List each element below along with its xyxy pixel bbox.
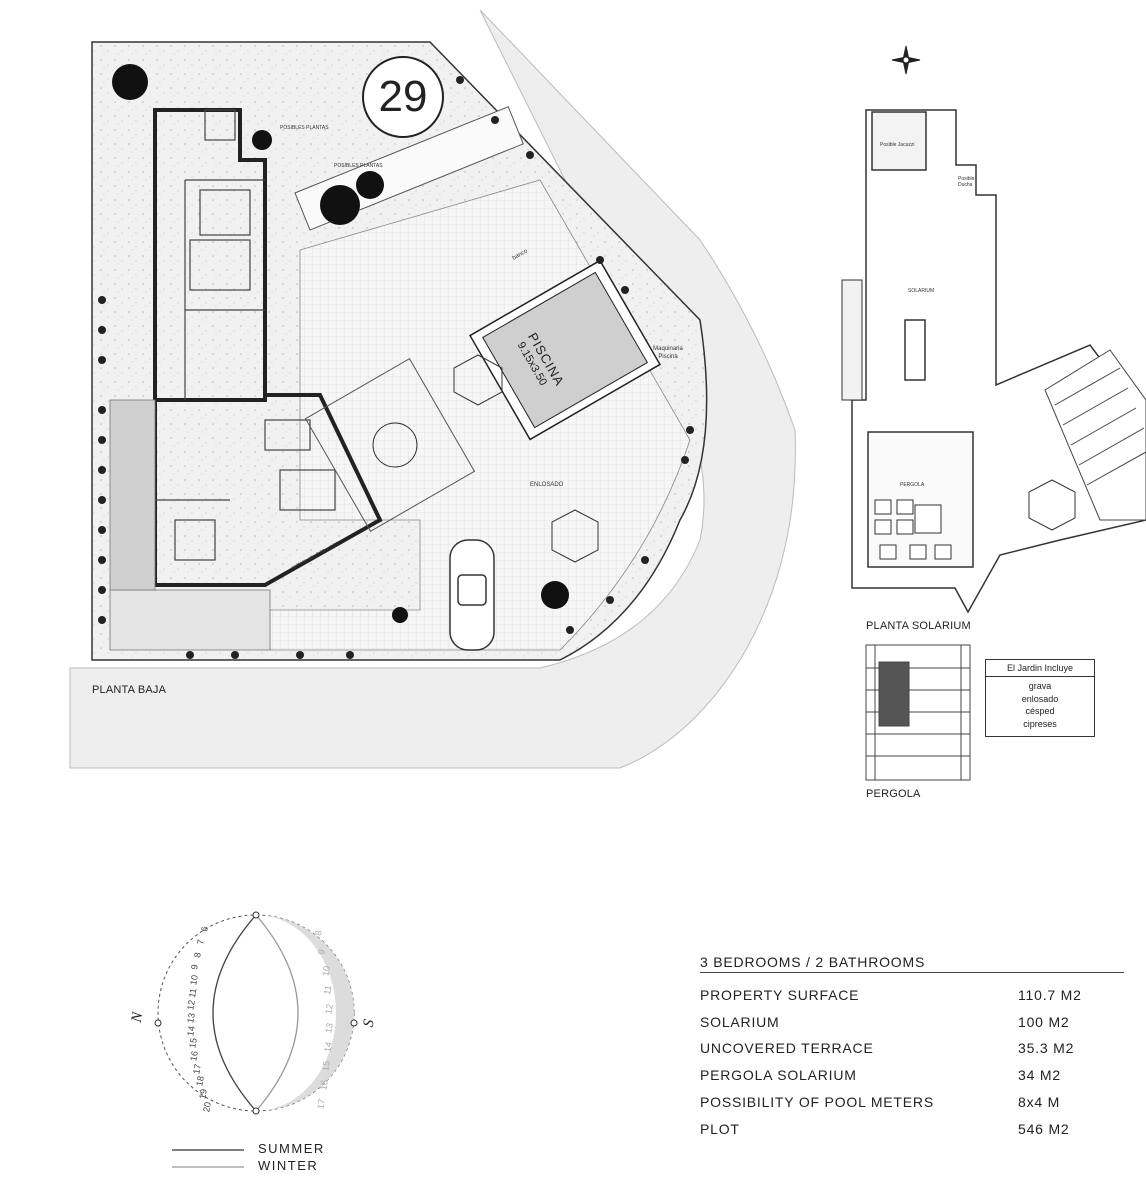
winter-hour-label-9: 9 <box>315 948 327 955</box>
umbrellas <box>453 354 599 563</box>
solarium-plan-title: PLANTA SOLARIUM <box>866 620 971 632</box>
pergola-plan-title: PERGOLA <box>866 788 921 800</box>
possible-plants-label: POSIBLES PLANTAS <box>280 125 329 131</box>
spec-label: PLOT <box>700 1121 740 1137</box>
spec-value: 546 M2 <box>1018 1121 1070 1137</box>
pergola-detail <box>865 644 971 781</box>
spec-value: 100 M2 <box>1018 1014 1070 1030</box>
winter-hour-label-13: 13 <box>323 1021 335 1034</box>
possible-jacuzzi-label: Posible Jacuzzi <box>880 142 915 148</box>
spec-label: UNCOVERED TERRACE <box>700 1040 874 1056</box>
solarium-pergola-label: PERGOLA <box>900 482 925 488</box>
lot-number: 29 <box>362 56 444 138</box>
compass-icon <box>891 45 921 75</box>
winter-legend-label: WINTER <box>258 1158 319 1173</box>
spec-value: 110.7 M2 <box>1018 987 1082 1003</box>
spec-header: 3 BEDROOMS / 2 BATHROOMS <box>700 954 926 970</box>
winter-hour-label-16: 16 <box>317 1078 330 1091</box>
spec-row: SOLARIUM 100 M2 <box>700 1014 1124 1034</box>
spec-label: PERGOLA SOLARIUM <box>700 1067 857 1083</box>
summer-hour-label-18: 18 <box>194 1075 206 1088</box>
possible-shower-label: Posible Ducha <box>958 176 975 188</box>
car <box>449 539 495 651</box>
winter-hour-label-17: 17 <box>314 1097 327 1110</box>
solarium-umbrella <box>1028 479 1076 531</box>
garden-includes-box: El Jardin Incluye grava enlosado césped … <box>985 659 1095 737</box>
garden-item: cipreses <box>1023 718 1057 729</box>
cypress-hedge <box>98 76 694 659</box>
garden-item: grava <box>1028 681 1052 691</box>
spec-value: 35.3 M2 <box>1018 1040 1075 1056</box>
spec-row: PERGOLA SOLARIUM 34 M2 <box>700 1067 1124 1087</box>
paving-label: ENLOSADO <box>530 482 564 488</box>
spec-row: POSSIBILITY OF POOL METERS 8x4 M <box>700 1094 1124 1114</box>
pool-machine-label: Maquinaria Piscina <box>653 346 683 360</box>
side-path <box>109 399 156 591</box>
winter-hour-label-12: 12 <box>323 1002 335 1015</box>
spec-value: 8x4 M <box>1018 1094 1061 1110</box>
solarium-stripes <box>1044 349 1146 521</box>
spec-label: POSSIBILITY OF POOL METERS <box>700 1094 934 1110</box>
carport <box>109 589 271 651</box>
summer-hour-label-17: 17 <box>191 1062 203 1075</box>
spec-label: PROPERTY SURFACE <box>700 987 860 1003</box>
winter-hour-label-8: 8 <box>312 929 324 936</box>
garden-item: enlosado <box>1021 693 1059 704</box>
spec-row: PROPERTY SURFACE 110.7 M2 <box>700 987 1124 1007</box>
house-interior <box>155 109 336 561</box>
garden-item: césped <box>1025 706 1055 716</box>
winter-hour-label-15: 15 <box>320 1059 332 1072</box>
spec-divider <box>700 972 1124 973</box>
spec-label: SOLARIUM <box>700 1014 780 1030</box>
solarium-chairs <box>874 499 952 560</box>
sun-path-diagram <box>154 911 358 1115</box>
winter-hour-label-14: 14 <box>322 1040 334 1053</box>
ground-floor-title: PLANTA BAJA <box>92 684 167 696</box>
winter-hour-label-11: 11 <box>321 984 334 995</box>
street <box>69 9 796 769</box>
possible-plants-label-2: POSIBLES PLANTAS <box>334 163 383 169</box>
pool <box>469 259 661 441</box>
spec-value: 34 M2 <box>1018 1067 1061 1083</box>
summer-hour-label-13: 13 <box>185 1012 197 1024</box>
solarium-label: SOLARIUM <box>908 288 935 294</box>
summer-hour-label-8: 8 <box>192 951 203 958</box>
summer-legend-label: SUMMER <box>258 1141 325 1156</box>
winter-hour-label-10: 10 <box>320 964 332 977</box>
spec-row: PLOT 546 M2 <box>700 1121 1124 1141</box>
patio-pergola <box>304 358 476 532</box>
spec-row: UNCOVERED TERRACE 35.3 M2 <box>700 1040 1124 1060</box>
summer-hour-label-11: 11 <box>186 987 198 999</box>
trees <box>112 64 569 623</box>
garden-includes-title: El Jardin Incluye <box>986 660 1094 677</box>
summer-hour-label-20: 20 <box>201 1100 213 1113</box>
summer-hour-label-15: 15 <box>186 1037 199 1050</box>
